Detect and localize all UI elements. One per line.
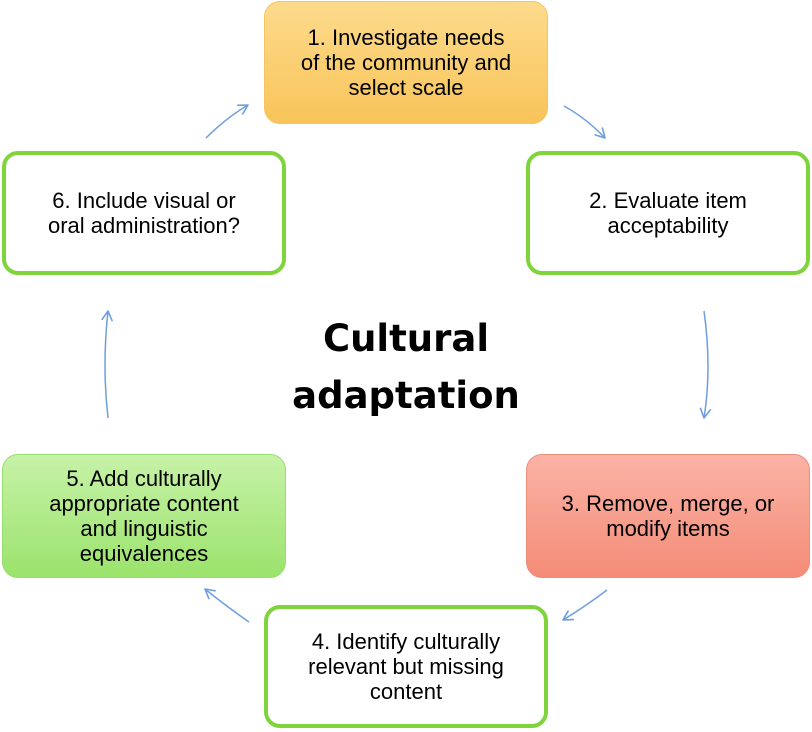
center-title: Cultural adaptation <box>256 310 556 424</box>
step-1-line-2: of the community and <box>300 50 512 75</box>
arrow-step4-to-step5 <box>204 588 250 623</box>
step-6-line-2: oral administration? <box>48 213 240 238</box>
step-1-box: 1. Investigate needs of the community an… <box>264 1 548 124</box>
step-6-box: 6. Include visual or oral administration… <box>2 151 286 275</box>
arrow-step1-to-step2 <box>563 105 606 139</box>
step-1-line-1: 1. Investigate needs <box>307 25 505 50</box>
step-5-line-2: appropriate content <box>49 491 239 516</box>
step-5-text: 5. Add culturally appropriate content an… <box>49 466 239 566</box>
step-2-box: 2. Evaluate item acceptability <box>526 151 810 275</box>
step-5-line-4: equivalences <box>79 541 209 566</box>
step-4-line-3: content <box>369 679 443 704</box>
step-4-line-1: 4. Identify culturally <box>311 629 501 654</box>
step-1-text: 1. Investigate needs of the community an… <box>301 25 511 100</box>
step-3-line-2: modify items <box>606 516 730 541</box>
step-2-line-2: acceptability <box>607 213 729 238</box>
step-5-box: 5. Add culturally appropriate content an… <box>2 454 286 578</box>
step-3-line-1: 3. Remove, merge, or <box>561 491 775 516</box>
arrow-step5-to-step6 <box>101 310 113 419</box>
arrow-step6-to-step1 <box>205 104 249 139</box>
step-2-text: 2. Evaluate item acceptability <box>589 188 747 238</box>
step-5-line-1: 5. Add culturally <box>66 466 222 491</box>
step-4-text: 4. Identify culturally relevant but miss… <box>308 629 504 704</box>
step-2-line-1: 2. Evaluate item <box>589 188 747 213</box>
step-5-line-3: and linguistic <box>80 516 208 541</box>
step-1-line-3: select scale <box>348 75 464 100</box>
center-title-line-2: adaptation <box>292 374 520 417</box>
step-4-line-2: relevant but missing <box>308 654 504 679</box>
step-3-text: 3. Remove, merge, or modify items <box>562 491 775 541</box>
step-4-box: 4. Identify culturally relevant but miss… <box>264 605 548 728</box>
arrow-step3-to-step4 <box>562 589 608 621</box>
center-title-line-1: Cultural <box>322 317 490 360</box>
step-6-line-1: 6. Include visual or <box>52 188 236 213</box>
step-3-box: 3. Remove, merge, or modify items <box>526 454 810 578</box>
step-6-text: 6. Include visual or oral administration… <box>48 188 240 238</box>
arrow-step2-to-step3 <box>699 310 712 419</box>
